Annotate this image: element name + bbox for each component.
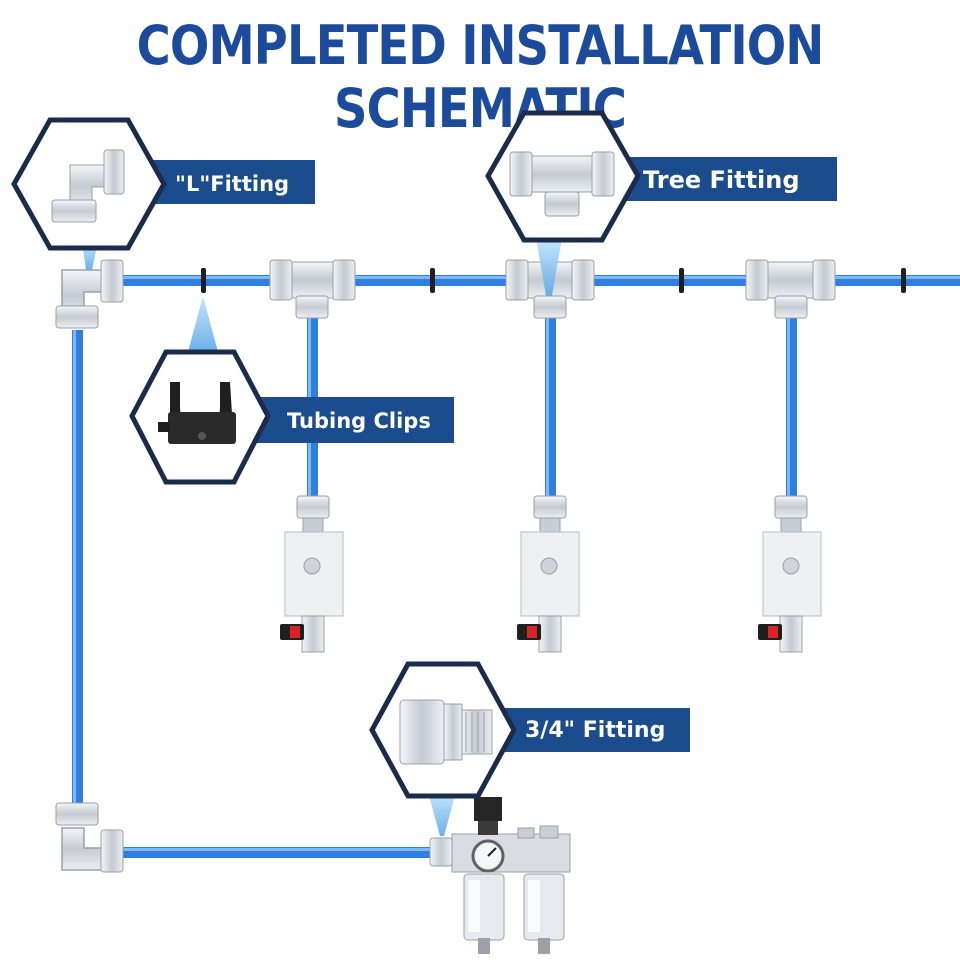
- clip-mark: [901, 268, 906, 293]
- pointer-three-quarter: [428, 792, 456, 836]
- drop-outlet-1: [280, 495, 344, 653]
- page-title: COMPLETED INSTALLATION SCHEMATIC: [136, 14, 825, 140]
- drop-outlet-3: [758, 495, 822, 653]
- filter-regulator-unit: [429, 797, 571, 954]
- callout-label: Tree Fitting: [643, 166, 800, 194]
- tubing-clip-icon: [158, 382, 236, 444]
- drop-outlet-2: [517, 495, 580, 653]
- clip-mark: [430, 268, 435, 293]
- callout-three-quarter-fitting: 3/4" Fitting: [369, 661, 690, 799]
- callout-label-box: [600, 157, 837, 201]
- l-fitting-bottom: [55, 802, 124, 873]
- riser-tube: [72, 330, 83, 820]
- drop-tube-2: [545, 318, 556, 498]
- threaded-adapter-icon: [399, 699, 493, 765]
- tee-fitting-1: [269, 259, 356, 319]
- pointer-tubing-clips: [188, 296, 218, 352]
- callout-label-box: [240, 397, 454, 443]
- supply-tube: [120, 847, 432, 858]
- callout-label-box: [490, 708, 690, 752]
- callout-tubing-clips: Tubing Clips: [129, 349, 454, 485]
- pointer-tree-fitting: [536, 238, 562, 296]
- l-fitting-top: [55, 259, 124, 329]
- callout-label: Tubing Clips: [287, 409, 431, 433]
- tee-fitting-3: [745, 259, 836, 319]
- tee-fitting-icon: [509, 151, 615, 217]
- elbow-fitting-icon: [51, 149, 125, 223]
- drop-tube-3: [786, 318, 797, 498]
- tee-fitting-2: [505, 259, 595, 319]
- clip-mark: [201, 268, 206, 293]
- callout-label: 3/4" Fitting: [525, 718, 665, 743]
- tubing-clip-marks: [201, 268, 906, 293]
- callout-label: "L"Fitting: [175, 172, 289, 196]
- callout-l-fitting: "L"Fitting: [11, 117, 315, 251]
- callout-tree-fitting: Tree Fitting: [485, 110, 837, 243]
- clip-mark: [679, 268, 684, 293]
